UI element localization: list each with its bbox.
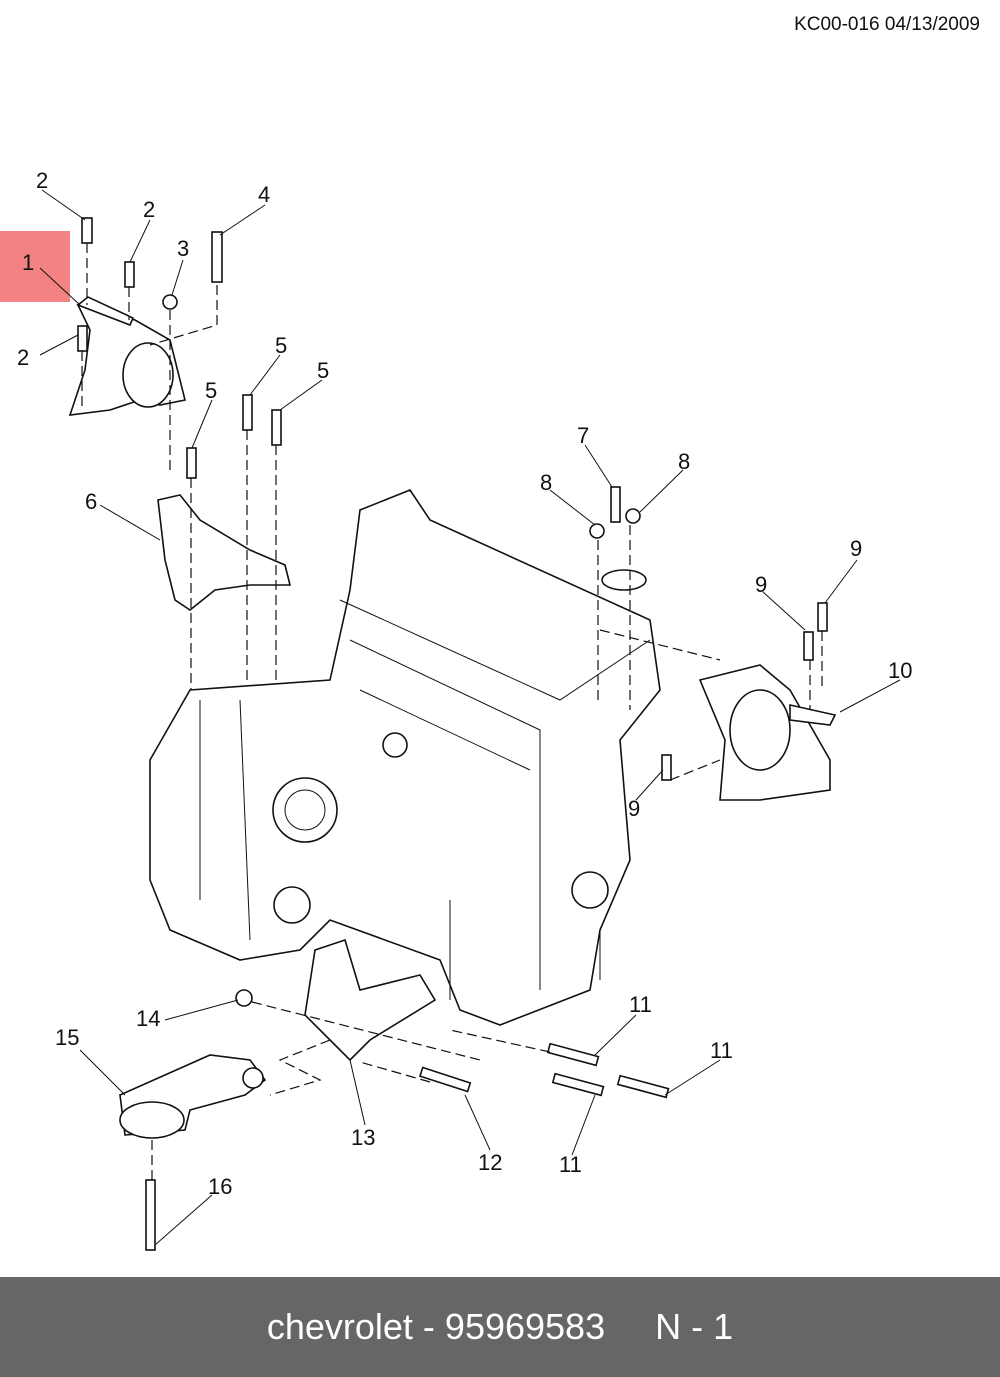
callout-11[interactable]: 11: [710, 1038, 733, 1063]
part-15-rear-mount: [119, 1054, 267, 1139]
callout-3[interactable]: 3: [177, 236, 189, 261]
callout-11[interactable]: 11: [629, 992, 652, 1017]
callout-5[interactable]: 5: [205, 378, 217, 403]
callout-2[interactable]: 2: [36, 168, 48, 193]
engine-assembly: [149, 489, 661, 1026]
callout-11[interactable]: 11: [559, 1152, 582, 1177]
part-13-bracket: [304, 938, 437, 1062]
callout-5[interactable]: 5: [275, 333, 287, 358]
callout-9[interactable]: 9: [850, 536, 862, 561]
callout-16[interactable]: 16: [208, 1174, 232, 1199]
diagram-position-label: N - 1: [655, 1306, 734, 1347]
callout-13[interactable]: 13: [351, 1125, 375, 1150]
callout-2[interactable]: 2: [17, 345, 29, 370]
part-10-transmission-mount: [698, 664, 837, 801]
callout-12[interactable]: 12: [478, 1150, 502, 1175]
callout-8[interactable]: 8: [678, 449, 690, 474]
callout-2[interactable]: 2: [143, 197, 155, 222]
part-6-bracket: [157, 494, 292, 611]
callout-9[interactable]: 9: [628, 796, 640, 821]
callout-5[interactable]: 5: [317, 358, 329, 383]
callout-14[interactable]: 14: [136, 1006, 160, 1031]
part-number-label: chevrolet - 95969583: [266, 1306, 606, 1347]
part-1-engine-mount: [68, 296, 186, 416]
callout-labels: 1 2 2 2 3 4 5 5 5 6 7 8 8 9 9 9 10 11 11…: [17, 168, 912, 1199]
highlighted-callout-box[interactable]: [0, 231, 70, 302]
callout-8[interactable]: 8: [540, 470, 552, 495]
callout-1[interactable]: 1: [22, 250, 34, 275]
assembly-lines: [81, 243, 823, 1180]
mount-bracket-cap: [601, 569, 647, 591]
leader-lines: [39, 189, 901, 1246]
callout-7[interactable]: 7: [577, 423, 589, 448]
footer-bar: chevrolet - 95969583 N - 1: [0, 1277, 1000, 1377]
engine-mount-exploded-diagram: 1 2 2 2 3 4 5 5 5 6 7 8 8 9 9 9 10 11 11…: [17, 168, 912, 1251]
callout-10[interactable]: 10: [888, 658, 912, 683]
callout-15[interactable]: 15: [55, 1025, 79, 1050]
document-reference: KC00-016 04/13/2009: [794, 14, 980, 35]
bolts: [77, 217, 828, 1251]
callout-4[interactable]: 4: [258, 182, 270, 207]
callout-9[interactable]: 9: [755, 572, 767, 597]
callout-6[interactable]: 6: [85, 489, 97, 514]
